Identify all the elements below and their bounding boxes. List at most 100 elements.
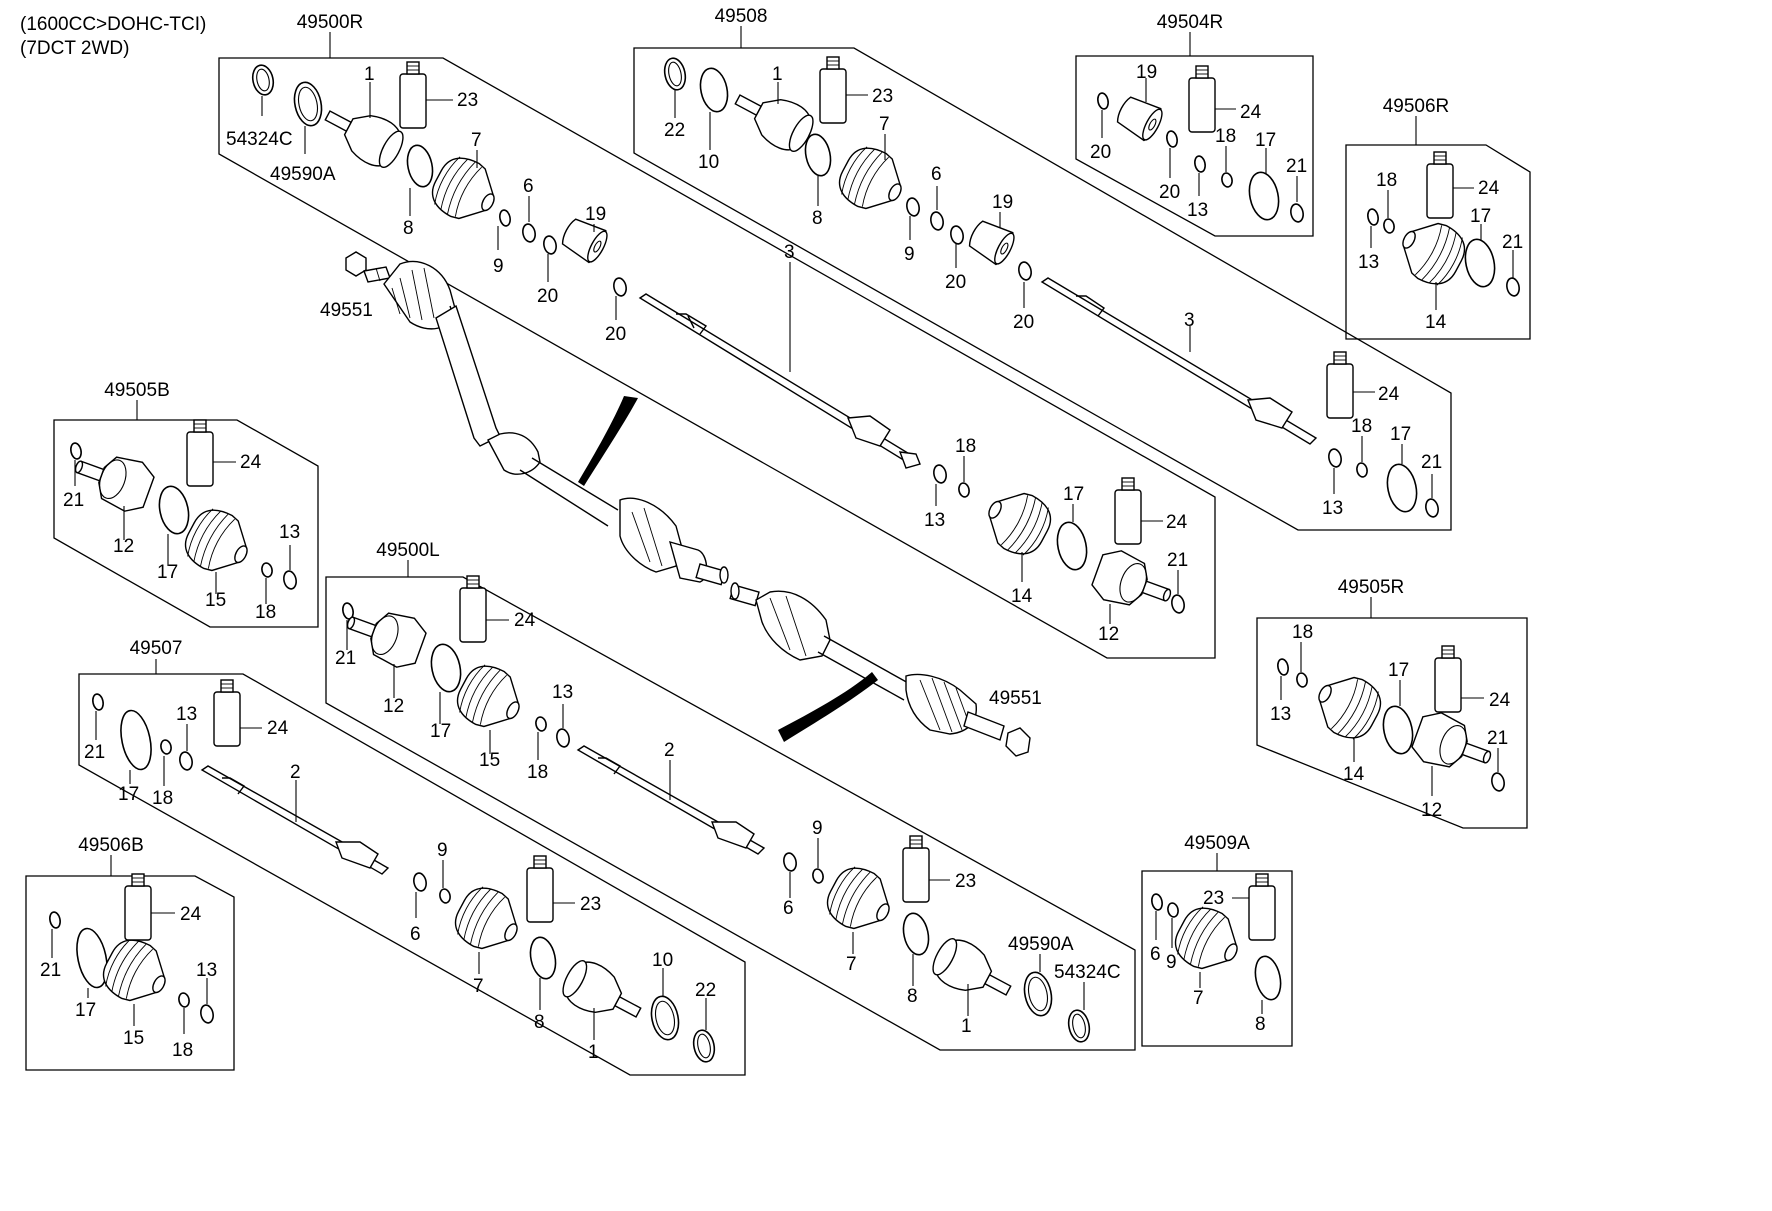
parts-49507 xyxy=(92,679,716,1063)
group-label-49500R: 49500R xyxy=(297,12,364,33)
black-swoosh-indicators xyxy=(578,396,878,742)
part-label: 21 xyxy=(1502,232,1523,253)
part-label: 18 xyxy=(1376,170,1397,191)
part-label: 13 xyxy=(196,960,217,981)
part-label: 13 xyxy=(176,704,197,725)
part-label: 22 xyxy=(695,980,716,1001)
assembled-driveshaft-upper xyxy=(345,251,729,586)
part-label: 20 xyxy=(945,272,966,293)
part-label: 20 xyxy=(1013,312,1034,333)
part-label: 24 xyxy=(1378,384,1400,405)
part-label: 8 xyxy=(907,986,918,1007)
engine-spec-label: (1600CC>DOHC-TCI) xyxy=(20,14,206,35)
part-label: 18 xyxy=(1215,126,1236,147)
part-label: 49551 xyxy=(320,300,373,321)
part-label: 17 xyxy=(157,562,178,583)
part-label: 21 xyxy=(1421,452,1442,473)
parts-49508 xyxy=(663,56,1439,518)
parts-49506B xyxy=(49,873,214,1034)
group-label-49505R: 49505R xyxy=(1338,577,1405,598)
part-label: 23 xyxy=(955,871,976,892)
part-number-labels: 54324C 49590A 1 8 7 23 9 6 20 19 20 3 13… xyxy=(40,62,1523,1063)
group-frame-49508: 49508 xyxy=(633,6,1452,531)
part-label: 21 xyxy=(1487,728,1508,749)
part-label: 19 xyxy=(585,204,606,225)
part-label: 7 xyxy=(879,114,890,135)
part-label: 17 xyxy=(1390,424,1411,445)
part-label: 23 xyxy=(872,86,893,107)
part-label: 49590A xyxy=(270,164,336,185)
part-label: 19 xyxy=(992,192,1013,213)
part-label: 49590A xyxy=(1008,934,1074,955)
part-label: 6 xyxy=(783,898,794,919)
part-label: 20 xyxy=(1159,182,1180,203)
part-label: 13 xyxy=(1187,200,1208,221)
parts-49500L xyxy=(338,575,1091,1043)
part-label: 20 xyxy=(1090,142,1111,163)
group-frame-49505B: 49505B xyxy=(53,380,319,628)
part-label: 19 xyxy=(1136,62,1157,83)
parts-49500R xyxy=(251,61,1185,624)
part-label: 7 xyxy=(1193,988,1204,1009)
transmission-spec-label: (7DCT 2WD) xyxy=(20,38,129,59)
part-label: 1 xyxy=(364,64,375,85)
part-label: 1 xyxy=(772,64,783,85)
parts-49505R xyxy=(1277,642,1505,796)
part-label: 3 xyxy=(1184,310,1195,331)
part-label: 3 xyxy=(784,242,795,263)
part-label: 13 xyxy=(924,510,945,531)
part-label: 17 xyxy=(1063,484,1084,505)
group-frame-49506B: 49506B xyxy=(25,835,235,1071)
part-label: 6 xyxy=(931,164,942,185)
part-label: 8 xyxy=(812,208,823,229)
part-label: 17 xyxy=(430,721,451,742)
part-label: 20 xyxy=(605,324,626,345)
part-label: 7 xyxy=(846,954,857,975)
parts-49505B xyxy=(66,419,297,604)
part-label: 15 xyxy=(205,590,226,611)
part-label: 13 xyxy=(552,682,573,703)
part-label: 6 xyxy=(410,924,421,945)
group-frame-49500R: 49500R xyxy=(218,12,1216,659)
part-label: 9 xyxy=(904,244,915,265)
part-label: 23 xyxy=(457,90,478,111)
part-label: 8 xyxy=(534,1012,545,1033)
group-label-49506B: 49506B xyxy=(78,835,144,856)
part-label: 20 xyxy=(537,286,558,307)
group-frame-49500L: 49500L xyxy=(325,540,1136,1051)
part-label: 17 xyxy=(75,1000,96,1021)
part-label: 18 xyxy=(152,788,173,809)
part-label: 23 xyxy=(580,894,601,915)
part-label: 17 xyxy=(1470,206,1491,227)
group-label-49506R: 49506R xyxy=(1383,96,1450,117)
part-label: 9 xyxy=(812,818,823,839)
group-frame-49506R: 49506R xyxy=(1345,96,1531,340)
part-label: 54324C xyxy=(1054,962,1121,983)
part-label: 24 xyxy=(1166,512,1188,533)
group-label-49508: 49508 xyxy=(715,6,768,27)
part-label: 24 xyxy=(1489,690,1511,711)
part-label: 18 xyxy=(172,1040,193,1061)
part-label: 6 xyxy=(523,176,534,197)
part-label: 14 xyxy=(1343,764,1365,785)
part-label: 2 xyxy=(290,762,301,783)
part-label: 18 xyxy=(1292,622,1313,643)
part-label: 21 xyxy=(84,742,105,763)
part-label: 8 xyxy=(1255,1014,1266,1035)
part-label: 7 xyxy=(471,130,482,151)
part-label: 21 xyxy=(335,648,356,669)
part-label: 18 xyxy=(255,602,276,623)
part-label: 13 xyxy=(279,522,300,543)
part-label: 13 xyxy=(1270,704,1291,725)
group-label-49505B: 49505B xyxy=(104,380,170,401)
group-label-49500L: 49500L xyxy=(376,540,439,561)
part-label: 21 xyxy=(63,490,84,511)
part-label: 17 xyxy=(1255,130,1276,151)
part-label: 49551 xyxy=(989,688,1042,709)
group-frame-49504R: 49504R xyxy=(1075,12,1314,237)
part-label: 24 xyxy=(267,718,289,739)
part-label: 7 xyxy=(473,976,484,997)
part-label: 6 xyxy=(1150,944,1161,965)
part-label: 1 xyxy=(588,1042,599,1063)
